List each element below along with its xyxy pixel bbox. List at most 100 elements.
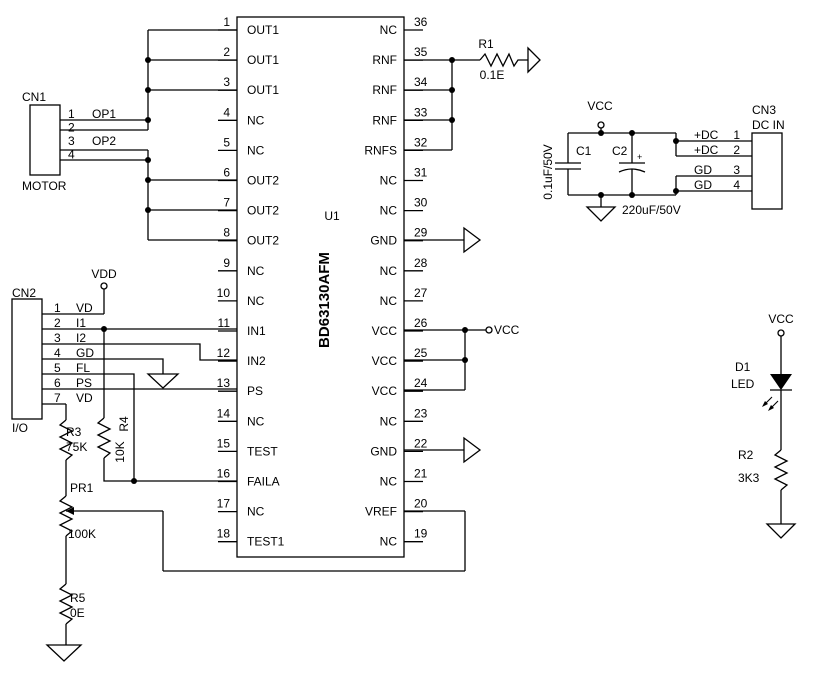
cn2-pin-number: 4 (54, 346, 61, 360)
cn1-ref: CN1 (22, 90, 46, 104)
r3-ref: R3 (66, 425, 82, 439)
cn2-body (11, 298, 43, 420)
cn2-pin-number: 3 (54, 331, 61, 345)
r3-value: 75K (66, 440, 87, 454)
cn3-pin-signal: GD (694, 163, 712, 177)
cn1-body (29, 104, 61, 176)
ic-pins: 1OUT12OUT13OUT14NC5NC6OUT27OUT28OUT29NC1… (217, 15, 428, 549)
ic-pin-number: 36 (414, 15, 428, 29)
ic-pin-name: TEST1 (247, 535, 285, 549)
ic-pin-name: RNF (372, 53, 397, 67)
ic-pin-number: 15 (217, 436, 231, 450)
ic-pin-number: 14 (217, 406, 231, 420)
ic-pin-number: 1 (223, 15, 230, 29)
pr1-value: 100K (68, 527, 96, 541)
r1-ref: R1 (478, 37, 494, 51)
cn2-pin-signal: I1 (76, 316, 86, 330)
ic-pin-number: 12 (217, 346, 231, 360)
r2-ref: R2 (738, 448, 754, 462)
ic-pin-name: NC (380, 414, 398, 428)
cn1-pin-number: 1 (68, 107, 75, 121)
ic-pin-number: 27 (414, 286, 428, 300)
ic-pin-number: 30 (414, 196, 428, 210)
cn3-pin-signal: +DC (694, 143, 719, 157)
r1-resistor (479, 52, 528, 68)
ic-pin-number: 21 (414, 467, 428, 481)
ic-pin-number: 13 (217, 376, 231, 390)
d1-ref: D1 (735, 360, 751, 374)
cn3-body (751, 132, 783, 210)
vdd-label: VDD (91, 267, 117, 281)
ic-pin-name: OUT2 (247, 234, 279, 248)
cn1-pin-number: 2 (68, 121, 75, 135)
ic-pin-name: OUT1 (247, 83, 279, 97)
ic-pin-name: OUT1 (247, 23, 279, 37)
ic-pin-name: VCC (372, 384, 398, 398)
cn3-pin-signal: GD (694, 178, 712, 192)
cn2-pin-number: 6 (54, 376, 61, 390)
ic-pin-name: TEST (247, 444, 278, 458)
ic-pin-name: VCC (372, 354, 398, 368)
c2-polarity-mark: + (637, 152, 642, 162)
ic-pin-number: 10 (217, 286, 231, 300)
led-indicator: VCC D1 LED R2 3K3 (731, 312, 797, 539)
ic-pin-name: GND (370, 234, 397, 248)
r5-ref: R5 (70, 591, 86, 605)
rnf-network: R1 0.1E (404, 37, 541, 151)
ic-pin-name: NC (380, 294, 398, 308)
ic-pin-name: NC (247, 264, 265, 278)
cn1-pin-number: 3 (68, 134, 75, 148)
ic-u1: U1 BD63130AFM 1OUT12OUT13OUT14NC5NC6OUT2… (217, 15, 428, 558)
cn3-name: DC IN (752, 118, 785, 132)
led-vcc-label: VCC (768, 312, 794, 326)
ic-pin-number: 17 (217, 497, 231, 511)
r4-value: 10K (113, 441, 127, 462)
ic-pin-name: NC (380, 174, 398, 188)
cn2-pin-number: 7 (54, 391, 61, 405)
ic-pin-name: NC (380, 475, 398, 489)
ic-part-number: BD63130AFM (316, 252, 333, 348)
ic-pin-name: RNF (372, 83, 397, 97)
cn3-pin-signal: +DC (694, 128, 719, 142)
ic-pin-name: VCC (372, 324, 398, 338)
ic-pin-number: 22 (414, 436, 428, 450)
cn2-pin-number: 2 (54, 316, 61, 330)
ic-pin-number: 33 (414, 105, 428, 119)
ic-pin-name: NC (380, 204, 398, 218)
cn2-pin-signal: VD (76, 391, 93, 405)
ic-pin-name: IN1 (247, 324, 266, 338)
ic-ground-outputs (404, 226, 482, 464)
cn2-pin-signal: PS (76, 376, 92, 390)
cn1-pin-number: 4 (68, 148, 75, 162)
power-ground-symbol (585, 206, 617, 222)
r3-resistor (58, 419, 74, 461)
r5-ground-symbol (45, 644, 83, 662)
c1-ref: C1 (576, 144, 592, 158)
cn2-ref: CN2 (12, 286, 36, 300)
cn3-pin-number: 3 (733, 163, 740, 177)
ic-pin-number: 32 (414, 135, 428, 149)
r2-resistor (773, 449, 789, 491)
r4-ref: R4 (117, 416, 131, 432)
ic-pin-number: 6 (223, 166, 230, 180)
ic-pin-number: 24 (414, 376, 428, 390)
cn1-pin-signal: OP2 (92, 134, 116, 148)
cn3-pin-number: 2 (733, 143, 740, 157)
cn2-pin-signal: FL (76, 361, 90, 375)
ic-pin-number: 34 (414, 75, 428, 89)
ic-pin-name: RNFS (364, 143, 397, 157)
ic-pin-number: 3 (223, 75, 230, 89)
gnd-22-symbol (463, 436, 482, 464)
ic-pin-name: PS (247, 384, 263, 398)
ic-pin-number: 20 (414, 497, 428, 511)
ic-pin-number: 35 (414, 45, 428, 59)
ic-pin-name: IN2 (247, 354, 266, 368)
cn2-pin-signal: VD (76, 301, 93, 315)
cn3-pin-number: 1 (733, 128, 740, 142)
pr1-potentiometer (58, 495, 74, 537)
ic-pin-name: NC (247, 414, 265, 428)
cn1-name: MOTOR (22, 179, 67, 193)
